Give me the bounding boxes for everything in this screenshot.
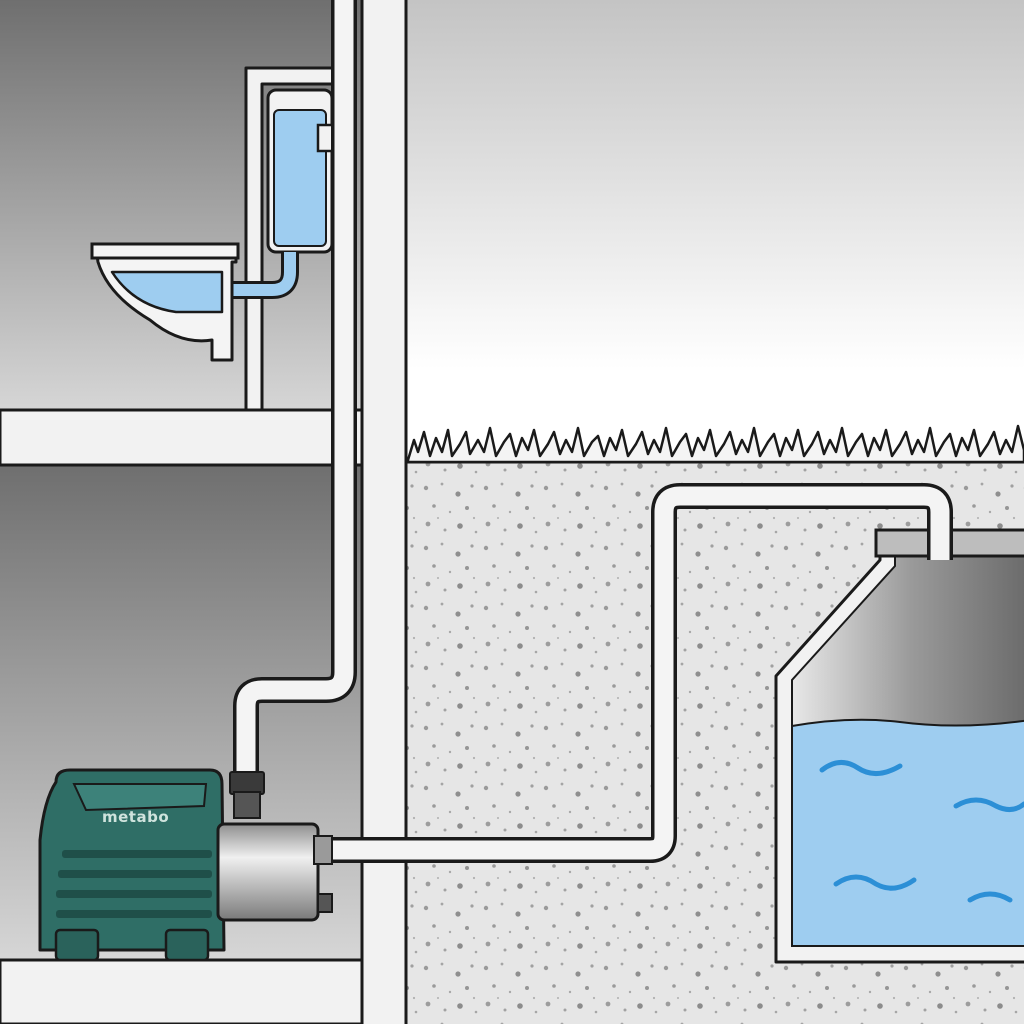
sky-area: [405, 0, 1024, 462]
grass-icon: [406, 424, 1024, 464]
toilet-icon: [90, 242, 240, 362]
wave: [953, 797, 1024, 812]
pump-icon: metabo: [38, 768, 333, 962]
pump-brand-label: metabo: [102, 808, 169, 826]
tank-icon: [774, 530, 1024, 964]
wave: [833, 874, 917, 891]
outer-wall: [360, 0, 408, 1024]
cistern-icon: [266, 88, 342, 254]
tank-water: [791, 718, 1024, 947]
wave: [967, 891, 1013, 903]
floor-slab: [0, 408, 364, 467]
wave: [819, 760, 903, 776]
basement-floor: [0, 958, 364, 1024]
